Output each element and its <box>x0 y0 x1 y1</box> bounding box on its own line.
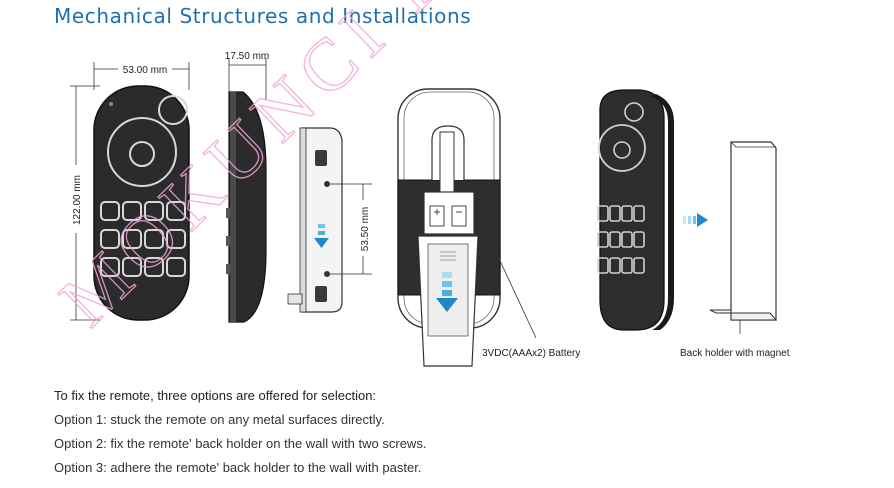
screw-icon <box>315 150 327 302</box>
remote-side-view <box>226 91 267 323</box>
button-grid-icon <box>100 201 186 277</box>
option-2-text: Option 2: fix the remote' back holder on… <box>54 436 427 451</box>
depth-label: 17.50 mm <box>225 51 269 62</box>
dial-center-icon <box>129 141 155 167</box>
remote-perspective-view <box>597 89 674 331</box>
holder-caption: Back holder with magnet <box>680 348 790 359</box>
height-label: 122.00 mm <box>72 175 83 225</box>
slide-out-arrow-icon <box>436 272 458 312</box>
power-button-icon <box>158 95 188 125</box>
option-3-text: Option 3: adhere the remote' back holder… <box>54 460 422 475</box>
battery-caption: 3VDC(AAAx2) Battery <box>482 348 581 359</box>
battery-icon <box>429 205 467 227</box>
depth-dimension <box>228 58 267 100</box>
width-dimension <box>93 62 190 90</box>
back-holder <box>709 141 778 334</box>
width-label: 53.00 mm <box>123 65 167 76</box>
holder-spacing-dimension <box>330 183 372 275</box>
remote-front-view <box>93 85 190 321</box>
attach-arrow-icon <box>683 213 708 227</box>
dial-ring-icon <box>107 117 177 187</box>
led-indicator-icon <box>109 102 113 106</box>
button-grid-icon <box>597 205 645 274</box>
holder-side-view <box>287 127 343 313</box>
option-1-text: Option 1: stuck the remote on any metal … <box>54 412 385 427</box>
height-dimension <box>70 85 100 321</box>
instructions-intro: To fix the remote, three options are off… <box>54 388 377 403</box>
slide-down-arrow-icon <box>314 224 329 248</box>
remote-battery-view <box>397 88 537 367</box>
page-title: Mechanical Structures and Installations <box>54 4 472 28</box>
holder-spacing-label: 53.50 mm <box>360 207 371 251</box>
